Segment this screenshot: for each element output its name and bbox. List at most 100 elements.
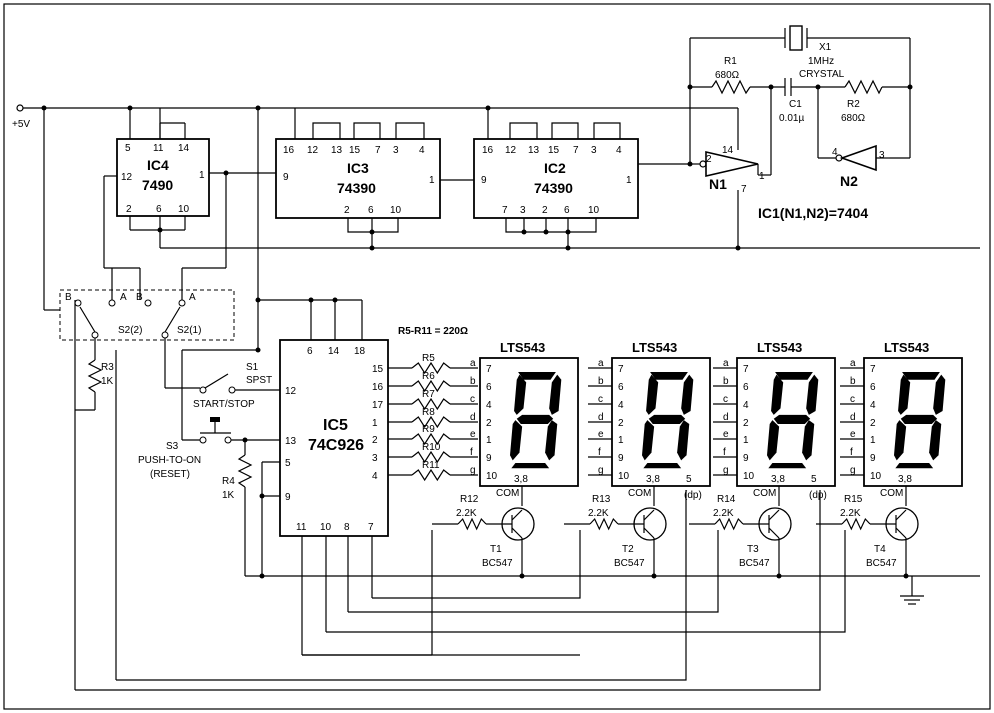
ic2-pin-16: 16 <box>482 145 494 156</box>
s2-1-pole-b: B <box>136 292 143 303</box>
transistor-collector <box>768 509 780 521</box>
segment-letter: a <box>470 358 476 369</box>
display-pin: 2 <box>486 418 492 429</box>
display-pin: 6 <box>486 382 492 393</box>
ic3-pin-10: 10 <box>390 205 402 216</box>
ic3-pin-12: 12 <box>307 145 319 156</box>
segment-c <box>929 420 942 461</box>
segment-c <box>677 420 690 461</box>
base-resistor-name: R13 <box>592 494 611 505</box>
base-resistor <box>457 517 487 531</box>
ic2-pin-4: 4 <box>616 145 622 156</box>
display-pin: 4 <box>870 400 876 411</box>
r2-name: R2 <box>847 99 860 110</box>
ic4-chip <box>103 108 276 268</box>
segment-resistor <box>411 415 451 429</box>
transistor-emitter <box>895 527 907 539</box>
display-pin: 4 <box>618 400 624 411</box>
ic2-pin-3b: 3 <box>520 205 526 216</box>
display-dp-label: (dp) <box>684 490 702 501</box>
ic4-part: 7490 <box>142 177 173 193</box>
segment-d <box>768 463 807 469</box>
transistor-part: BC547 <box>614 558 645 569</box>
display-com-pin: 3,8 <box>514 474 528 485</box>
n2-pin-out: 3 <box>879 150 885 161</box>
ic3-pin-6: 6 <box>368 205 374 216</box>
transistor-part: BC547 <box>866 558 897 569</box>
ic5-pin-right: 2 <box>372 435 378 446</box>
display-dp-pin: 5 <box>686 474 692 485</box>
ic4-pin-14: 14 <box>178 143 190 154</box>
segment-letter: d <box>598 412 604 423</box>
ic5-name: IC5 <box>323 417 348 434</box>
supply-label: +5V <box>12 119 30 130</box>
transistor-name: T2 <box>622 544 634 555</box>
segment-resistor-label: R5 <box>422 353 435 364</box>
r3-value: 1K <box>101 376 114 387</box>
display-pin: 2 <box>743 418 749 429</box>
base-resistor-value: 2.2K <box>840 508 861 519</box>
ic3-pin-15: 15 <box>349 145 361 156</box>
ic3-chip <box>275 122 474 248</box>
segment-letter: e <box>598 429 604 440</box>
transistor-part: BC547 <box>739 558 770 569</box>
segment-b <box>806 374 819 415</box>
transistor-emitter <box>768 527 780 539</box>
digit-eight <box>894 372 946 469</box>
r2-value: 680Ω <box>841 113 866 124</box>
display-pin: 7 <box>618 364 624 375</box>
segment-a <box>650 372 688 380</box>
base-resistor-value: 2.2K <box>588 508 609 519</box>
segment-resistor-label: R6 <box>422 371 435 382</box>
display-com-pin: 3,8 <box>771 474 785 485</box>
ic5-pin-8: 8 <box>344 522 350 533</box>
ic2-pin-12: 12 <box>505 145 517 156</box>
display-pin: 10 <box>486 471 498 482</box>
ic5-pin-right: 16 <box>372 382 384 393</box>
n1-pin-vcc: 14 <box>722 145 734 156</box>
resistor-note: R5-R11 = 220Ω <box>398 326 468 337</box>
ic1-label: IC1(N1,N2)=7404 <box>758 205 868 221</box>
transistor-name: T3 <box>747 544 759 555</box>
ic5-pin-12: 12 <box>285 386 297 397</box>
ic4-pin-left: 12 <box>121 172 133 183</box>
ic3-pin-left: 9 <box>283 172 289 183</box>
display-pin: 9 <box>486 453 492 464</box>
ic2-pin-7b: 7 <box>502 205 508 216</box>
s2-1-label: S2(1) <box>177 325 201 336</box>
ic2-pin-15: 15 <box>548 145 560 156</box>
x1-type: CRYSTAL <box>799 69 845 80</box>
ic2-pin-6b: 6 <box>564 205 570 216</box>
base-resistor <box>714 517 744 531</box>
s3-type: PUSH-TO-ON <box>138 455 201 466</box>
segment-letter: c <box>598 394 603 405</box>
display-pin: 2 <box>870 418 876 429</box>
segment-letter: f <box>598 447 601 458</box>
segment-g <box>900 414 938 424</box>
segment-b <box>681 374 694 415</box>
ic5-pin-right: 4 <box>372 471 378 482</box>
digit-eight <box>642 372 694 469</box>
digit-eight <box>767 372 819 469</box>
ic3-part: 74390 <box>337 180 376 196</box>
transistor-emitter <box>643 527 655 539</box>
display-pin: 10 <box>870 471 882 482</box>
display-pin: 1 <box>486 435 492 446</box>
display-dp-label: (dp) <box>809 490 827 501</box>
segment-resistor <box>411 432 451 446</box>
display-title: LTS543 <box>500 340 545 355</box>
segment-letter: g <box>723 465 729 476</box>
ic5-pin-18: 18 <box>354 346 366 357</box>
ic4-pin-10: 10 <box>178 204 190 215</box>
r4-name: R4 <box>222 476 235 487</box>
transistor-emitter <box>511 527 523 539</box>
base-resistor <box>841 517 871 531</box>
segment-f <box>771 374 784 415</box>
segment-letter: g <box>598 465 604 476</box>
segment-g <box>516 414 554 424</box>
ic5-pin-14: 14 <box>328 346 340 357</box>
base-resistor-name: R15 <box>844 494 863 505</box>
